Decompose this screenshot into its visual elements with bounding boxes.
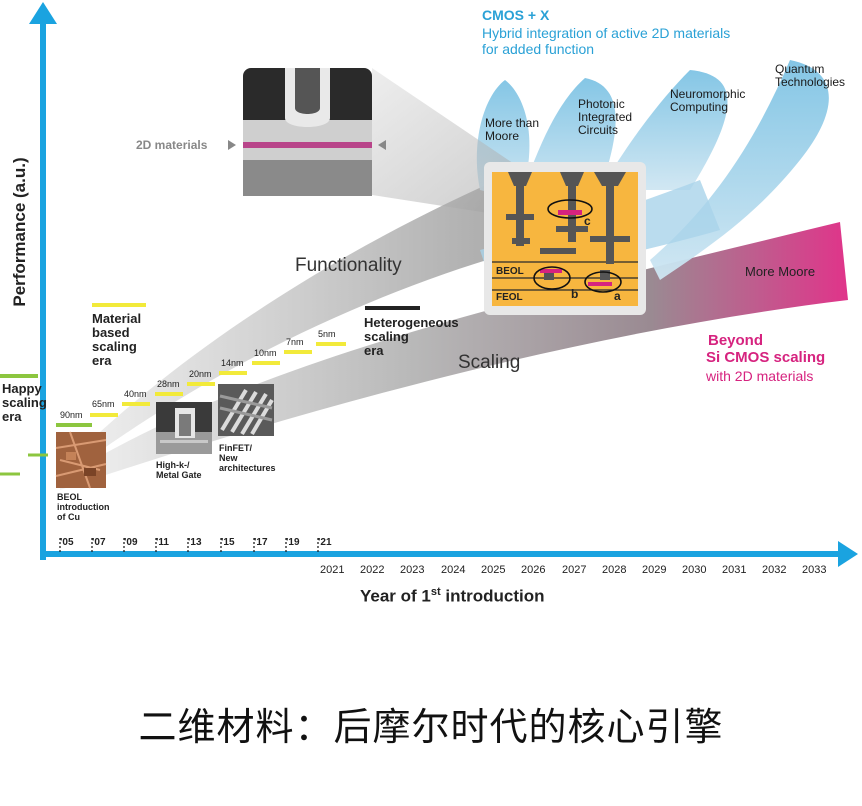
chip-label-c: c [584,214,591,228]
hetero-era-label: Heterogeneous scaling era [364,315,459,358]
chip-label-b: b [571,287,579,301]
highk-label: High-k-/ Metal Gate [156,460,202,480]
year-tick-19: '19 [286,537,300,548]
node-label-20: 20nm [189,369,212,379]
chip-label-a: a [614,289,621,303]
y-axis-title: Performance (a.u.) [10,157,29,307]
beol-cu-image [55,431,107,489]
year-tick-11: '11 [156,537,169,548]
branch-label-neuromorphic: Neuromorphic Computing [670,87,746,114]
node-label-7: 7nm [286,337,304,347]
inset-2d-label: 2D materials [136,138,208,152]
node-label-40: 40nm [124,389,147,399]
finfet-image [218,384,274,436]
node-label-5: 5nm [318,329,336,339]
node-label-10: 10nm [254,348,277,358]
branch-neuromorphic [600,70,728,190]
x-axis-title-end: introduction [440,586,545,606]
chip-beol-label: BEOL [496,266,524,277]
chip-feol-label: FEOL [496,292,523,303]
year-2026: 2026 [521,564,546,576]
branch-label-more-than-moore: More than Moore [485,116,540,143]
year-2027: 2027 [562,564,587,576]
x-axis-arrowhead [838,541,858,567]
node-label-90: 90nm [60,410,83,420]
cmos-x-title: CMOS + X [482,7,550,23]
year-tick-09: '09 [124,537,138,548]
x-axis-title-main: Year of 1 [360,586,431,606]
year-tick-05: '05 [60,537,74,548]
beyond-line3: with 2D materials [706,368,814,384]
branch-label-photonic: Photonic Integrated Circuits [578,97,633,137]
node-label-65: 65nm [92,399,115,409]
cmos-x-subtitle: Hybrid integration of active 2D material… [482,25,731,57]
material-era-label: Material based scaling era [92,311,142,368]
year-tick-15: '15 [221,537,235,548]
caption: 二维材料：后摩尔时代的核心引擎 [138,705,724,749]
more-moore-label: More Moore [745,264,816,279]
year-2021: 2021 [320,564,345,576]
beol-label: BEOL introduction of Cu [57,492,110,522]
x-axis-title-sup: st [430,586,441,598]
happy-era-label: Happy scaling era [2,381,47,424]
y-axis-arrowhead [29,2,57,24]
year-2033: 2033 [802,564,827,576]
beyond-line1: Beyond [708,332,764,349]
node-label-14: 14nm [221,358,244,368]
x-axis-title: Year of 1st introduction [360,586,545,607]
node-label-28: 28nm [157,379,180,389]
year-2024: 2024 [441,564,466,576]
year-2032: 2032 [762,564,787,576]
node-bars [90,342,346,417]
year-tick-13: '13 [188,537,202,548]
branch-label-quantum: Quantum Technologies [775,62,846,89]
year-2028: 2028 [602,564,627,576]
functionality-band [60,170,520,480]
year-2022: 2022 [360,564,385,576]
year-2031: 2031 [722,564,747,576]
functionality-label: Functionality [295,255,402,276]
scaling-label: Scaling [458,352,521,373]
year-tick-07: '07 [92,537,106,548]
finfet-label: FinFET/ New architectures [219,443,276,473]
year-2025: 2025 [481,564,506,576]
beyond-line2: Si CMOS scaling [706,349,826,366]
year-tick-17: '17 [254,537,268,548]
year-2029: 2029 [642,564,667,576]
year-2030: 2030 [682,564,707,576]
highk-image [156,402,212,454]
inset-2d-materials [228,68,386,196]
year-tick-21: '21 [318,537,332,548]
chip-cross-section [484,162,646,315]
year-2023: 2023 [400,564,425,576]
